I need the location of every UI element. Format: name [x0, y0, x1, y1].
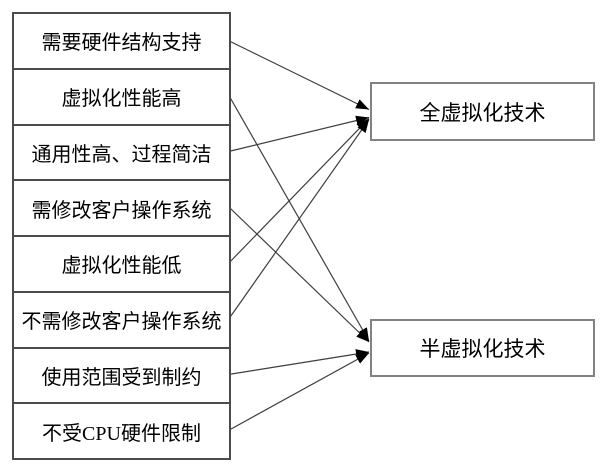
connector-arrow — [228, 95, 370, 342]
feature-label: 虚拟化性能高 — [61, 88, 182, 111]
feature-label: 不需修改客户操作系统 — [21, 311, 222, 334]
para-virtualization-label: 半虚拟化技术 — [419, 337, 546, 361]
feature-row: 不需修改客户操作系统 — [14, 290, 229, 347]
full-virtualization-label: 全虚拟化技术 — [419, 100, 546, 125]
feature-row: 通用性高、过程简洁 — [14, 123, 229, 180]
feature-label: 使用范围受到制约 — [41, 366, 202, 389]
connector-arrow — [228, 206, 370, 343]
connector-arrow — [228, 119, 370, 319]
connector-arrow — [228, 118, 370, 264]
feature-row: 需要硬件结构支持 — [14, 14, 229, 68]
connector-arrow — [228, 352, 370, 431]
feature-label: 虚拟化性能低 — [61, 255, 182, 278]
full-virtualization-box: 全虚拟化技术 — [370, 82, 595, 141]
feature-label: 不受CPU硬件限制 — [42, 422, 201, 445]
feature-row: 不受CPU硬件限制 — [14, 402, 229, 458]
feature-row: 虚拟化性能高 — [14, 67, 229, 124]
feature-label: 需要硬件结构支持 — [41, 32, 202, 55]
para-virtualization-box: 半虚拟化技术 — [370, 319, 595, 377]
feature-row: 虚拟化性能低 — [14, 235, 229, 291]
connector-arrow — [228, 40, 370, 111]
feature-label: 通用性高、过程简洁 — [31, 143, 212, 166]
feature-list: 需要硬件结构支持 虚拟化性能高 通用性高、过程简洁 需修改客户操作系统 虚拟化性… — [12, 12, 231, 460]
feature-row: 使用范围受到制约 — [14, 346, 229, 403]
connector-arrow — [228, 115, 370, 152]
feature-label: 需修改客户操作系统 — [31, 199, 212, 222]
feature-row: 需修改客户操作系统 — [14, 179, 229, 235]
connector-arrow — [228, 349, 370, 375]
